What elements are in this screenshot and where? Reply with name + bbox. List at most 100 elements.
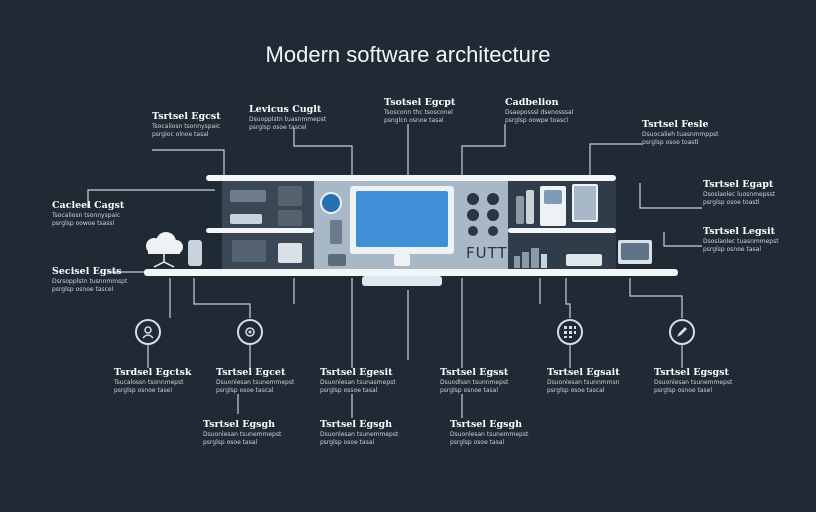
label-heading: Tsrdsel Egctsk — [114, 367, 192, 378]
user-icon — [135, 319, 161, 345]
label-sub: Dsuopplstn tuasnmmepst — [249, 116, 327, 123]
small-router — [188, 240, 202, 266]
book-stack — [526, 190, 534, 224]
label-sub: psrglsp ossoe tasal — [320, 386, 378, 394]
label-sub: Dsuodlssn tsunnmepst — [440, 379, 509, 386]
server-unit — [278, 186, 302, 206]
label-sub: psrglsp osnoe tasal — [440, 386, 498, 394]
label-heading: Tsotsel Egcpt — [384, 97, 456, 108]
label-sub: Tsucalossn tsonnmepst — [114, 379, 184, 386]
label-sub: Dsuonlesan tsunasmepst — [320, 379, 396, 386]
label-sub: psrglsp osnoe tasel — [654, 386, 712, 394]
label-heading: Tsrtsel Egsgh — [203, 419, 276, 430]
label-heading: Tsrtsel Legsit — [703, 226, 775, 237]
gear-icon — [237, 319, 263, 345]
grid-icon — [557, 319, 583, 345]
label-heading: Tsrtsel Egcet — [216, 367, 286, 378]
right-panel — [460, 181, 508, 269]
label-sub: psrglsp osoe tascal — [547, 386, 605, 394]
monitor-stand — [394, 254, 410, 266]
label-sub: psrglsp osnoe tascel — [52, 285, 114, 293]
tablet-screen — [544, 190, 562, 204]
label-sub: Dsoslaolec luosnmepsst — [703, 191, 776, 198]
desk-lamp — [330, 220, 342, 244]
label-sub: psrglsp osoe tasal — [203, 438, 258, 446]
page-title: Modern software architecture — [265, 42, 551, 67]
top-shelf — [206, 175, 616, 181]
label-sub: Dsuonlesan tsunemmepst — [450, 431, 529, 438]
base-plinth — [362, 276, 442, 286]
label-sub: Dsuonlesan tsunemmepst — [216, 379, 295, 386]
label-sub: Dsuonlesan tsunemmepst — [203, 431, 282, 438]
panel-text: FUTT — [466, 244, 508, 262]
pen-icon — [669, 319, 695, 345]
label-heading: Cacleel Cagst — [52, 200, 125, 211]
label-heading: Secisel Egsts — [52, 266, 122, 277]
book-stack — [516, 196, 524, 224]
label-sub: psrglsp osoe tascal — [216, 386, 274, 394]
label-sub: Dsuonlesan tsunemmepst — [654, 379, 733, 386]
phone — [572, 184, 598, 222]
storage-unit — [278, 243, 302, 263]
label-sub: Dsrsopplstn tusnnmmspt — [52, 278, 128, 285]
label-sub: psrglsp osoe toastl — [642, 138, 699, 146]
label-sub: Tsocaliosn tsonnyspaic — [52, 212, 121, 219]
label-heading: Tsrtsel Fesle — [642, 119, 709, 130]
cloud-icon — [142, 232, 184, 254]
label-heading: Levicus Cuglt — [249, 104, 322, 115]
storage-unit — [232, 240, 266, 262]
label-sub: Tsosconn thc tsosconel — [384, 109, 453, 116]
label-sub: psrglsp osoe tasal — [320, 438, 375, 446]
small-box — [328, 254, 346, 266]
server-unit — [278, 210, 302, 226]
label-sub: psnglcn osnoe tasal — [384, 116, 444, 124]
label-sub: Dsaeposssl dsenosssal — [505, 109, 574, 116]
label-heading: Tsrtsel Egapt — [703, 179, 774, 190]
label-heading: Tsrtsel Egsait — [547, 367, 620, 378]
server-unit — [230, 214, 262, 224]
label-heading: Tsrtsel Egsgh — [320, 419, 393, 430]
label-heading: Tsrtsel Egsst — [440, 367, 509, 378]
base-shelf — [144, 269, 678, 276]
label-heading: Tsrtsel Egsgst — [654, 367, 729, 378]
label-heading: Tsrtsel Egesit — [320, 367, 393, 378]
label-sub: Dsuonlesan tsunnmmsn — [547, 379, 620, 386]
middle-shelf-right — [508, 228, 616, 233]
label-heading: Tsrtsel Egcst — [152, 111, 221, 122]
router-stand — [152, 252, 176, 268]
label-sub: Dsuocalieh tuasnmmppst — [642, 131, 719, 138]
label-sub: psrglsp osnoe tasal — [703, 245, 761, 253]
keyboard — [566, 254, 602, 266]
middle-shelf-left — [206, 228, 314, 233]
globe-node — [320, 192, 342, 214]
speaker-row — [514, 246, 554, 268]
label-sub: Tsocaliosn tsonnyspaic — [152, 123, 221, 130]
label-sub: Dsoslaolec tuasnmmepst — [703, 238, 779, 245]
label-heading: Cadbelion — [505, 97, 559, 108]
laptop-screen — [621, 243, 649, 260]
label-heading: Tsrtsel Egsgh — [450, 419, 523, 430]
label-sub: psrglsp osoe toastl — [703, 198, 760, 206]
dot-grid — [466, 192, 502, 236]
label-sub: psrglsp oowpe toascl — [505, 116, 569, 124]
label-sub: psrgloc olnoe tasal — [152, 130, 209, 138]
monitor-screen — [356, 191, 448, 247]
